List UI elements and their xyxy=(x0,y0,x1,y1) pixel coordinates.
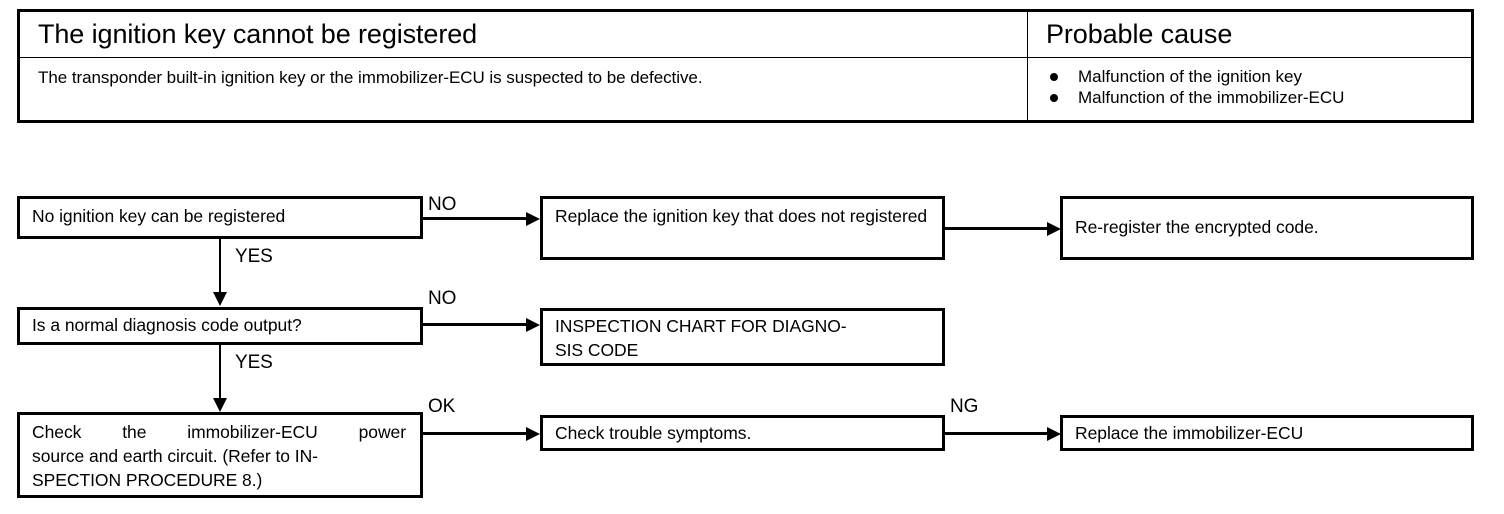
connector-row3-horizontal-2 xyxy=(945,432,1050,435)
arrow-right-row3-2 xyxy=(1047,426,1061,441)
table-header-row: The ignition key cannot be registered Pr… xyxy=(20,12,1471,58)
flow-box-replace-key: Replace the ignition key that does not r… xyxy=(540,196,945,260)
list-item: Malfunction of the immobilizer-ECU xyxy=(1050,87,1344,108)
arrow-down-row1 xyxy=(213,292,227,306)
edge-label-row3-ok: OK xyxy=(428,396,456,417)
flow-box-inspection-chart: INSPECTION CHART FOR DIAGNO- SIS CODE xyxy=(540,308,945,366)
flow-box-text: Check trouble symptoms. xyxy=(555,423,752,443)
table-header-symptom-cell: The ignition key cannot be registered xyxy=(20,12,1028,57)
connector-row1-horizontal-2 xyxy=(945,227,1050,230)
flow-box-text-line1: Check the immobilizer-ECU power xyxy=(32,422,406,442)
cause-text: Malfunction of the ignition key xyxy=(1078,67,1302,86)
flow-box-text-line1: INSPECTION CHART FOR DIAGNO- xyxy=(555,316,847,336)
table-body-row: The transponder built-in ignition key or… xyxy=(20,58,1471,120)
edge-label-row2-no: NO xyxy=(428,288,457,309)
arrow-right-row2 xyxy=(526,317,540,332)
list-item: Malfunction of the ignition key xyxy=(1050,66,1344,87)
flow-box-text-line2: source and earth circuit. (Refer to IN- xyxy=(32,446,318,466)
flow-box-normal-diagnosis-code: Is a normal diagnosis code output? xyxy=(17,307,423,345)
cause-text: Malfunction of the immobilizer-ECU xyxy=(1078,88,1345,107)
flow-box-text: Replace the immobilizer-ECU xyxy=(1075,423,1304,443)
table-description-text: The transponder built-in ignition key or… xyxy=(38,68,703,87)
edge-label-row1-yes: YES xyxy=(235,246,273,267)
flow-box-re-register-code: Re-register the encrypted code. xyxy=(1060,196,1474,260)
probable-cause-list: Malfunction of the ignition key Malfunct… xyxy=(1028,58,1344,108)
connector-row1-horizontal xyxy=(423,217,528,220)
arrow-right-row1-2 xyxy=(1047,221,1061,236)
edge-label-row1-no: NO xyxy=(428,194,457,215)
table-header-symptom-label: The ignition key cannot be registered xyxy=(38,19,478,49)
connector-row2-down xyxy=(219,345,221,399)
flow-box-text-line2: SIS CODE xyxy=(555,340,639,360)
connector-row3-horizontal xyxy=(423,432,528,435)
connector-row2-horizontal xyxy=(423,323,528,326)
table-header-cause-label: Probable cause xyxy=(1046,19,1233,49)
flow-box-replace-ecu: Replace the immobilizer-ECU xyxy=(1060,415,1474,451)
edge-label-row3-ng: NG xyxy=(950,396,979,417)
table-description-cell: The transponder built-in ignition key or… xyxy=(20,58,1028,120)
edge-label-row2-yes: YES xyxy=(235,352,273,373)
arrow-down-row2 xyxy=(213,398,227,412)
table-header-cause-cell: Probable cause xyxy=(1028,12,1471,57)
flow-box-text: Is a normal diagnosis code output? xyxy=(32,315,302,335)
flow-box-text: Replace the ignition key that does not r… xyxy=(555,206,928,226)
flow-box-text-line3: SPECTION PROCEDURE 8.) xyxy=(32,470,263,490)
bullet-icon xyxy=(1050,73,1058,81)
connector-row1-down xyxy=(219,239,221,293)
arrow-right-row3 xyxy=(526,426,540,441)
bullet-icon xyxy=(1050,94,1058,102)
arrow-right-row1 xyxy=(526,211,540,226)
symptom-table: The ignition key cannot be registered Pr… xyxy=(17,9,1474,123)
table-causes-cell: Malfunction of the ignition key Malfunct… xyxy=(1028,58,1471,120)
flow-box-text: No ignition key can be registered xyxy=(32,206,286,226)
flow-box-no-key-registered: No ignition key can be registered xyxy=(17,196,423,239)
flow-box-check-power-source: Check the immobilizer-ECU power source a… xyxy=(17,412,423,498)
flow-box-text: Re-register the encrypted code. xyxy=(1075,217,1319,237)
flow-box-check-trouble-symptoms: Check trouble symptoms. xyxy=(540,415,945,451)
